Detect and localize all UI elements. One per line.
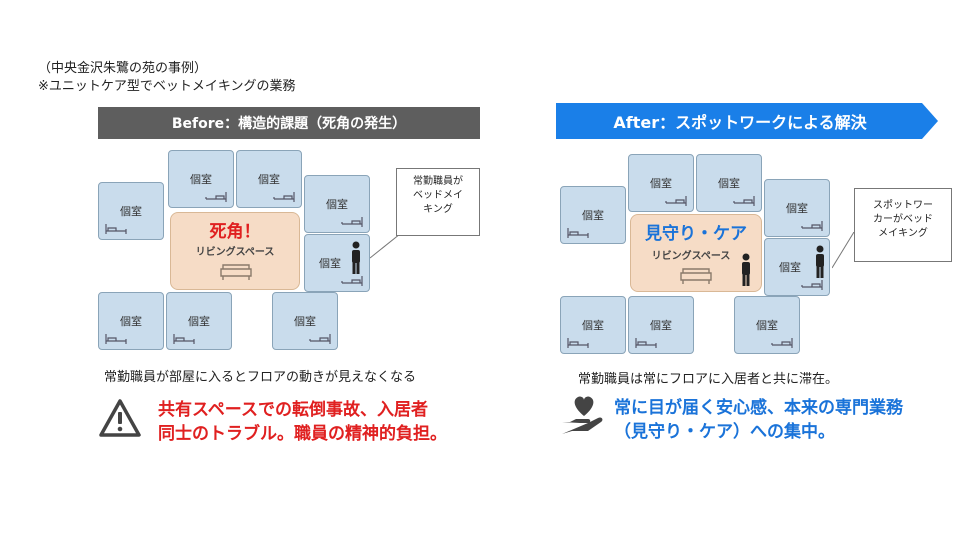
bed-icon	[341, 217, 363, 227]
bed-icon	[105, 224, 127, 234]
after-living-space: 見守り・ケア リビングスペース	[630, 214, 762, 292]
bed-icon	[567, 338, 589, 348]
bed-icon	[309, 334, 331, 344]
before-room-2: 個室	[168, 150, 234, 208]
spot-worker-figure-icon	[816, 245, 824, 278]
staff-figure-icon	[742, 253, 750, 286]
callout-pointer	[370, 234, 401, 259]
living-space-label: リビングスペース	[651, 251, 731, 262]
after-room-7: 個室	[628, 296, 694, 354]
intro-line-1: （中央金沢朱鷺の苑の事例）	[38, 61, 208, 76]
after-banner: After：スポットワークによる解決	[556, 103, 938, 139]
bed-icon	[341, 276, 363, 286]
before-banner: Before：構造的課題（死角の発生）	[98, 107, 480, 139]
bed-icon	[801, 221, 823, 231]
watch-care-label: 見守り・ケア	[645, 224, 747, 244]
blind-spot-label: 死角！	[209, 222, 261, 242]
bed-icon	[801, 280, 823, 290]
before-floor-plan: 個室 個室 個室 個室 個室 個室 個室 個室 死角！ リビングスペース 常勤職…	[98, 150, 480, 350]
after-room-5: 個室	[764, 238, 830, 296]
before-room-3: 個室	[236, 150, 302, 208]
after-room-8: 個室	[734, 296, 800, 354]
after-room-6: 個室	[560, 296, 626, 354]
bed-icon	[173, 334, 195, 344]
before-room-1: 個室	[98, 182, 164, 240]
before-callout: 常勤職員が ベッドメイ キング	[396, 168, 480, 236]
before-room-7: 個室	[166, 292, 232, 350]
after-callout: スポットワー カーがベッド メイキング	[854, 188, 952, 262]
sofa-icon	[220, 264, 252, 280]
before-effect: 共有スペースでの転倒事故、入居者 同士のトラブル。職員の精神的負担。	[158, 400, 447, 444]
after-banner-label: After：スポットワークによる解決	[613, 113, 867, 132]
before-room-6: 個室	[98, 292, 164, 350]
bed-icon	[771, 338, 793, 348]
after-caption: 常勤職員は常にフロアに入居者と共に滞在。	[578, 372, 839, 387]
intro-text: （中央金沢朱鷺の苑の事例） ※ユニットケア型でベットメイキングの業務	[38, 60, 296, 96]
before-room-5: 個室	[304, 234, 370, 292]
sofa-icon	[680, 268, 712, 284]
after-room-4: 個室	[764, 179, 830, 237]
after-effect: 常に目が届く安心感、本来の専門業務 （見守り・ケア）への集中。	[614, 398, 903, 442]
intro-line-2: ※ユニットケア型でベットメイキングの業務	[38, 79, 296, 94]
arrow-banner-shape	[556, 103, 938, 139]
bed-icon	[665, 196, 687, 206]
callout-pointer	[832, 232, 855, 269]
bed-icon	[635, 338, 657, 348]
bed-icon	[105, 334, 127, 344]
bed-icon	[567, 228, 589, 238]
bed-icon	[205, 192, 227, 202]
after-room-3: 個室	[696, 154, 762, 212]
bed-icon	[273, 192, 295, 202]
before-caption: 常勤職員が部屋に入るとフロアの動きが見えなくなる	[104, 370, 417, 385]
bed-icon	[733, 196, 755, 206]
living-space-label: リビングスペース	[195, 247, 275, 258]
before-room-4: 個室	[304, 175, 370, 233]
staff-figure-icon	[352, 241, 360, 274]
heart-in-hand-icon	[562, 396, 603, 434]
after-room-1: 個室	[560, 186, 626, 244]
after-room-2: 個室	[628, 154, 694, 212]
before-living-space: 死角！ リビングスペース	[170, 212, 300, 290]
warning-icon	[99, 399, 141, 437]
before-room-8: 個室	[272, 292, 338, 350]
